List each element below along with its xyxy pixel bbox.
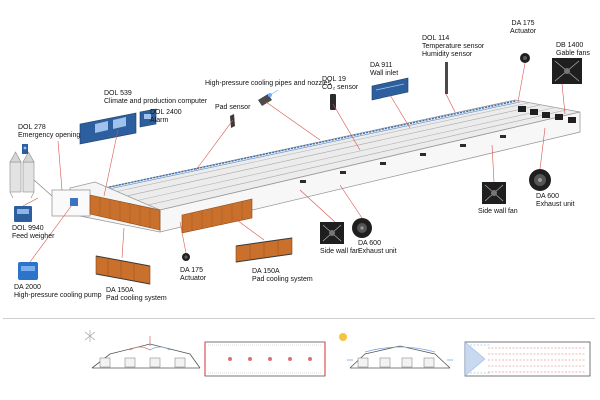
bottom-section-divider bbox=[3, 318, 595, 387]
label-da150a-left: DA 150A Pad cooling system bbox=[106, 287, 167, 302]
label-side-fan-mid: Side wall fan bbox=[320, 248, 360, 255]
label-da2000: DA 2000 High-pressure cooling pump bbox=[14, 284, 102, 299]
pad-cooling-unit-left bbox=[95, 255, 151, 285]
label-dol114: DOL 114 Temperature sensor Humidity sens… bbox=[422, 35, 485, 58]
cooling-pipe-line bbox=[99, 100, 517, 190]
actuator-icon bbox=[520, 53, 530, 63]
poultry-house bbox=[51, 99, 581, 234]
bottom-section-diagrams bbox=[84, 330, 591, 377]
label-pad-sensor: Pad sensor bbox=[215, 104, 251, 111]
label-da175-bottom: DA 175 Actuator bbox=[180, 267, 207, 282]
pad-cooling-unit-mid bbox=[235, 237, 293, 263]
pad-cooling-wall-right bbox=[181, 198, 253, 234]
side-wall-fan-mid-icon bbox=[320, 222, 344, 244]
label-da600-mid: DA 600 Exhaust unit bbox=[358, 240, 397, 255]
cross-section-summer bbox=[347, 345, 453, 369]
wall-inlet-icon bbox=[371, 77, 409, 101]
label-dol19: DOL 19 CO₂ sensor bbox=[322, 76, 359, 91]
label-db1400: DB 1400 Gable fans bbox=[556, 42, 590, 57]
leader-lines bbox=[22, 62, 566, 263]
nozzle-icon bbox=[258, 89, 279, 106]
label-side-fan-right: Side wall fan bbox=[478, 208, 518, 215]
snowflake-icon bbox=[84, 330, 96, 342]
plan-view-summer bbox=[464, 341, 591, 377]
pad-cooling-wall-left bbox=[89, 194, 161, 231]
silo-icon bbox=[9, 151, 53, 199]
alarm-icon bbox=[139, 108, 157, 128]
label-da175-top: DA 175 Actuator bbox=[510, 20, 537, 35]
sun-icon bbox=[339, 333, 347, 341]
plan-view-winter bbox=[204, 341, 326, 377]
label-da600-right: DA 600 Exhaust unit bbox=[536, 193, 575, 208]
actuator-bottom-icon bbox=[182, 253, 190, 261]
label-hp-pipes: High-pressure cooling pipes and nozzles bbox=[205, 80, 332, 87]
fan-icon bbox=[482, 182, 506, 204]
label-dol2400: DOL 2400 Alarm bbox=[150, 109, 182, 124]
exhaust-unit-mid-icon bbox=[352, 218, 372, 238]
label-dol539: DOL 539 Climate and production computer bbox=[104, 90, 208, 105]
feed-weigher-icon bbox=[14, 206, 32, 222]
cross-section-winter bbox=[91, 336, 201, 369]
pump-icon bbox=[18, 262, 38, 280]
temperature-sensor-icon bbox=[445, 62, 448, 94]
gable-fan-icon bbox=[552, 58, 582, 84]
label-da150a-mid: DA 150A Pad cooling system bbox=[252, 268, 313, 283]
exhaust-unit-icon bbox=[529, 169, 551, 191]
computer-icon bbox=[79, 112, 137, 145]
label-dol9940: DOL 9940 Feed weigher bbox=[12, 225, 55, 240]
label-da911: DA 911 Wall inlet bbox=[370, 62, 399, 77]
emergency-opening-icon bbox=[22, 144, 28, 154]
gable-fans-block bbox=[518, 106, 576, 123]
wall-inlets bbox=[300, 135, 506, 183]
label-dol278: DOL 278 Emergency opening bbox=[18, 124, 81, 139]
